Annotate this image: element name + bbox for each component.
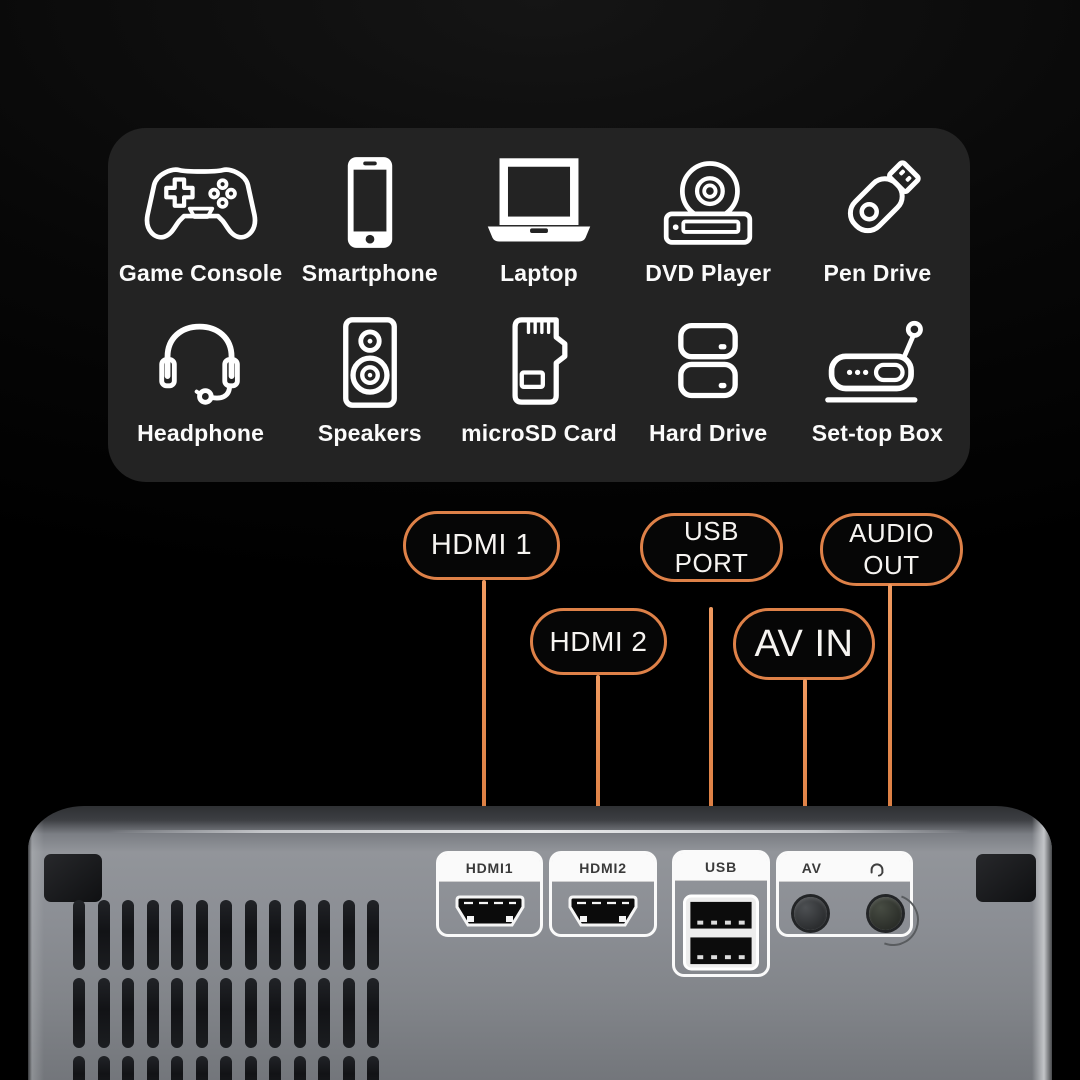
callout-label: HDMI 1: [430, 529, 533, 561]
device-label: Smartphone: [301, 260, 438, 286]
port-hdmi1: HDMI1: [436, 851, 543, 937]
callout-av-in: AV IN: [733, 608, 875, 680]
callout-label: AV IN: [754, 622, 854, 665]
device-dvd-player: DVD Player: [624, 150, 793, 310]
device-game-console: Game Console: [116, 150, 285, 310]
device-label: microSD Card: [461, 420, 617, 446]
connector-line-av-in: [803, 679, 807, 852]
av-jack: [794, 897, 827, 930]
port-av-label: AV: [801, 859, 822, 876]
port-av-audio: AV: [776, 851, 928, 955]
device-hard-drive: Hard Drive: [624, 310, 793, 470]
callout-label: HDMI 2: [549, 625, 648, 657]
audio-jack: [869, 897, 902, 930]
connector-line-audio-out: [888, 584, 892, 852]
usb-ports-icon: [682, 894, 760, 971]
microsd-card-icon: [495, 310, 583, 414]
device-label: Set-top Box: [811, 420, 944, 446]
device-label: Hard Drive: [649, 420, 768, 446]
projector-left-bumper: [44, 854, 102, 902]
projector-top-highlight: [108, 830, 972, 833]
callout-label: USB PORT: [674, 515, 749, 578]
connector-line-hdmi1: [482, 580, 486, 852]
device-label: Laptop: [500, 260, 578, 286]
port-hdmi1-label: HDMI1: [439, 854, 540, 882]
hdmi-connector-icon: [568, 895, 638, 927]
device-laptop: Laptop: [454, 150, 623, 310]
port-av-label-band: AV: [779, 854, 910, 882]
projector-right-bumper: [976, 854, 1036, 902]
speakers-icon: [337, 310, 403, 414]
smartphone-icon: [342, 150, 398, 254]
callout-audio-out: AUDIO OUT: [820, 513, 963, 586]
projector: HDMI1 HDMI2 USB: [28, 806, 1052, 1080]
pen-drive-icon: [827, 150, 927, 254]
device-label: Game Console: [118, 260, 283, 286]
port-usb: USB: [672, 850, 770, 977]
headphone-icon: [150, 310, 252, 414]
vent-grille-row: [73, 978, 379, 1048]
laptop-icon: [480, 150, 598, 254]
dvd-player-icon: [651, 150, 765, 254]
hard-drive-icon: [668, 310, 748, 414]
port-usb-label: USB: [675, 853, 767, 881]
device-label: DVD Player: [645, 260, 772, 286]
port-hdmi2-label: HDMI2: [552, 854, 654, 882]
headphone-jack-icon: [870, 862, 884, 877]
connector-line-usb: [709, 607, 713, 852]
device-smartphone: Smartphone: [285, 150, 454, 310]
device-speakers: Speakers: [285, 310, 454, 470]
set-top-box-icon: [824, 310, 930, 414]
device-label: Speakers: [317, 420, 422, 446]
projector-right-edge: [1032, 806, 1052, 1080]
vent-grille-row: [73, 900, 379, 970]
device-label: Pen Drive: [823, 260, 932, 286]
device-headphone: Headphone: [116, 310, 285, 470]
vent-grille-row: [73, 1056, 379, 1080]
callout-label: AUDIO OUT: [849, 517, 934, 580]
game-console-icon: [140, 150, 262, 254]
projector-left-edge: [28, 806, 44, 1080]
callout-hdmi1: HDMI 1: [403, 511, 560, 580]
connector-line-hdmi2: [596, 675, 600, 852]
callout-usb-port: USB PORT: [640, 513, 783, 582]
hdmi-connector-icon: [455, 895, 524, 927]
device-label: Headphone: [137, 420, 265, 446]
device-pen-drive: Pen Drive: [793, 150, 962, 310]
port-hdmi2: HDMI2: [549, 851, 657, 937]
device-microsd-card: microSD Card: [454, 310, 623, 470]
devices-panel: Game Console Smartphone L: [108, 128, 970, 482]
callout-hdmi2: HDMI 2: [530, 608, 667, 675]
device-set-top-box: Set-top Box: [793, 310, 962, 470]
